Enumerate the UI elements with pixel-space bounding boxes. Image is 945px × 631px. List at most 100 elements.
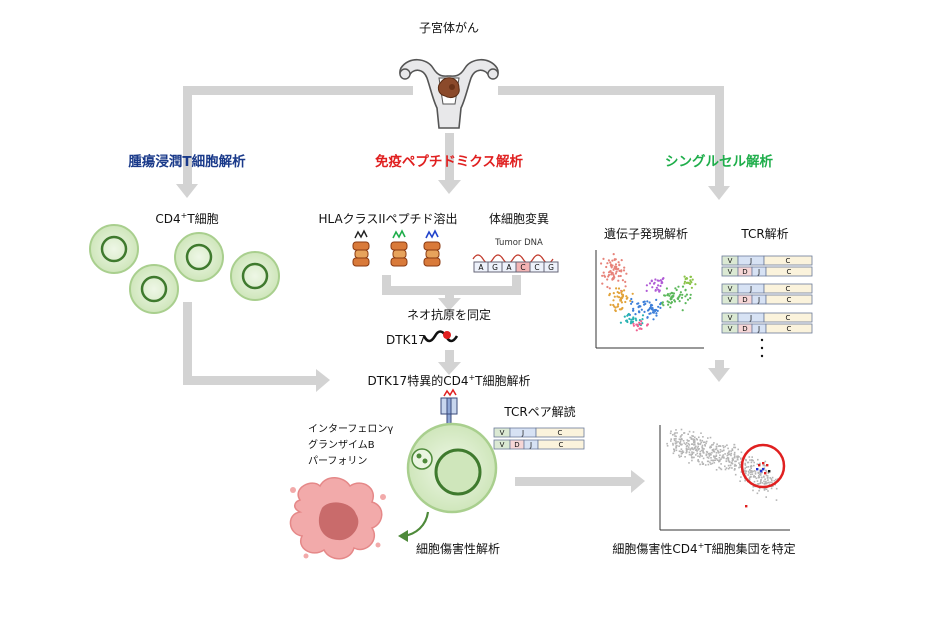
umap-point <box>635 319 638 322</box>
umap-point <box>650 280 653 283</box>
scatter-point <box>758 489 760 492</box>
umap-point <box>630 302 633 305</box>
scatter-point <box>688 430 691 433</box>
highlight-point <box>768 470 771 473</box>
scatter-point <box>724 465 726 468</box>
scatter-point <box>672 452 675 455</box>
scatter-point <box>677 441 679 443</box>
scatter-point <box>750 475 752 478</box>
scatter-point <box>765 496 767 498</box>
scatter-point <box>750 467 752 469</box>
scatter-point <box>673 439 676 442</box>
umap-point <box>634 313 637 316</box>
scatter-point <box>687 442 690 445</box>
scatter-point <box>679 439 682 441</box>
scatter-point <box>767 472 770 474</box>
umap-point <box>625 319 628 322</box>
umap-point <box>632 307 635 310</box>
scatter-point <box>706 456 709 459</box>
tcr-segment: C <box>786 285 791 293</box>
tcr-segment: V <box>728 285 733 293</box>
scatter-point <box>753 470 756 472</box>
umap-point <box>614 272 618 275</box>
scatter-point <box>733 453 736 456</box>
umap-point <box>689 293 692 296</box>
scatter-point <box>699 443 701 446</box>
umap-point <box>651 311 655 314</box>
umap-point <box>631 318 634 321</box>
scatter-point <box>669 432 672 435</box>
scatter-point <box>756 463 759 465</box>
umap-point <box>618 269 621 272</box>
scatter-point <box>723 449 725 451</box>
scatter-point <box>684 456 686 458</box>
scatter-point <box>714 457 716 459</box>
umap-point <box>663 294 667 297</box>
umap-point <box>640 327 643 330</box>
scatter-point <box>731 462 734 465</box>
scatter-point <box>705 450 708 453</box>
scatter-point <box>764 460 767 463</box>
scatter-point <box>709 461 711 464</box>
scatter-point <box>713 459 716 462</box>
scatter-point <box>711 452 713 454</box>
scatter-point <box>736 456 738 459</box>
scatter-point <box>745 459 747 461</box>
tcr-segment: C <box>559 441 564 449</box>
scatter-point <box>673 450 676 453</box>
svg-text:G: G <box>492 263 498 272</box>
scatter-point <box>730 462 733 464</box>
scatter-point <box>734 473 737 476</box>
scatter-point <box>749 473 752 476</box>
cytokine-item: グランザイムB <box>308 438 375 451</box>
umap-point <box>609 261 612 264</box>
umap-point <box>685 277 689 280</box>
umap-point <box>646 316 649 319</box>
scatter-point <box>694 446 696 449</box>
umap-point <box>624 280 627 283</box>
tcr-segment: D <box>742 325 747 333</box>
scatter-point <box>691 443 694 445</box>
dna-base: G <box>543 261 559 273</box>
scatter-point <box>719 459 721 461</box>
scatter-point <box>753 461 755 464</box>
scatter-point <box>715 446 718 448</box>
scatter-point <box>758 474 760 477</box>
scatter-point <box>760 468 762 471</box>
umap-point <box>659 284 662 288</box>
scatter-point <box>707 437 709 439</box>
umap-point <box>621 279 625 282</box>
scatter-point <box>728 466 731 469</box>
scatter-point <box>759 469 761 472</box>
header-tumor-infiltrating: 腫瘍浸潤T細胞解析 <box>128 153 246 170</box>
scatter-point <box>674 432 676 434</box>
scatter-point <box>726 452 729 455</box>
scatter-point <box>726 454 729 457</box>
umap-point <box>677 285 680 288</box>
scatter-point <box>681 438 683 441</box>
tcr-segment: J <box>757 268 760 276</box>
scatter-point <box>694 440 696 442</box>
scatter-point <box>715 448 718 450</box>
scatter-point <box>750 470 753 472</box>
t-cell <box>89 224 139 274</box>
scatter-point <box>776 478 779 480</box>
cytotox-label: 細胞傷害性解析 <box>416 541 500 556</box>
scatter-point <box>727 447 729 450</box>
peptide-icon <box>422 330 459 343</box>
scatter-point <box>716 443 718 445</box>
scatter-point <box>675 429 677 431</box>
scatter-point <box>728 451 730 454</box>
scatter-point <box>751 456 753 458</box>
umap-point <box>639 323 643 326</box>
scatter-point <box>701 447 704 450</box>
scatter-point <box>760 476 763 479</box>
highlight-point <box>762 468 765 471</box>
scatter-point <box>678 445 680 447</box>
scatter-point <box>739 466 742 468</box>
scatter-point <box>775 499 778 501</box>
umap-point <box>623 266 626 269</box>
highlight-circle <box>740 443 786 489</box>
scatter-point <box>748 478 751 481</box>
umap-point <box>657 279 661 282</box>
